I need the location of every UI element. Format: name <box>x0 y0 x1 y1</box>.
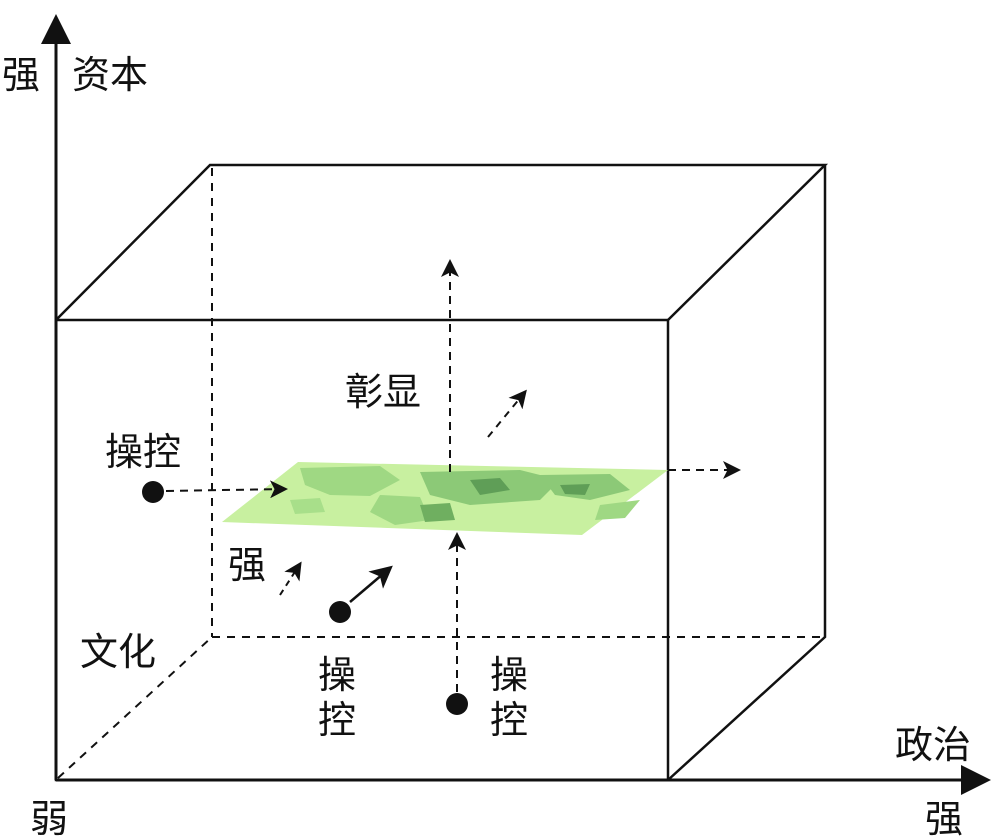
manipulate-politics-label-2: 控 <box>490 698 528 742</box>
z-strong-label: 强 <box>228 543 266 587</box>
reveal-diagonal-arrow <box>487 389 527 438</box>
manipulate-culture-dot <box>329 601 351 623</box>
manipulate-politics-label-1: 操 <box>490 653 528 697</box>
manipulate-culture-arrow <box>349 565 393 603</box>
z-strong-arrow <box>279 561 302 596</box>
manipulate-left-label: 操控 <box>105 430 181 474</box>
reveal-label: 彰显 <box>345 370 421 414</box>
manipulate-left-dot <box>142 481 164 503</box>
x-strong-label: 强 <box>925 797 963 840</box>
green-map-plane <box>222 462 668 535</box>
z-axis-dashed <box>57 636 213 779</box>
y-strong-label: 强 <box>2 53 40 97</box>
box-right-edges <box>667 165 827 781</box>
manipulate-culture-label-1: 操 <box>318 653 356 697</box>
manipulate-politics-dot <box>446 693 468 715</box>
z-axis-label: 文化 <box>80 630 156 674</box>
box-front-face <box>54 318 670 782</box>
y-axis-label: 资本 <box>72 53 148 97</box>
origin-weak-label: 弱 <box>30 797 68 840</box>
manipulate-left-arrow <box>165 480 288 499</box>
manipulate-culture-label-2: 控 <box>318 698 356 742</box>
box-top-edges <box>55 163 829 321</box>
x-axis-label: 政治 <box>895 723 971 767</box>
